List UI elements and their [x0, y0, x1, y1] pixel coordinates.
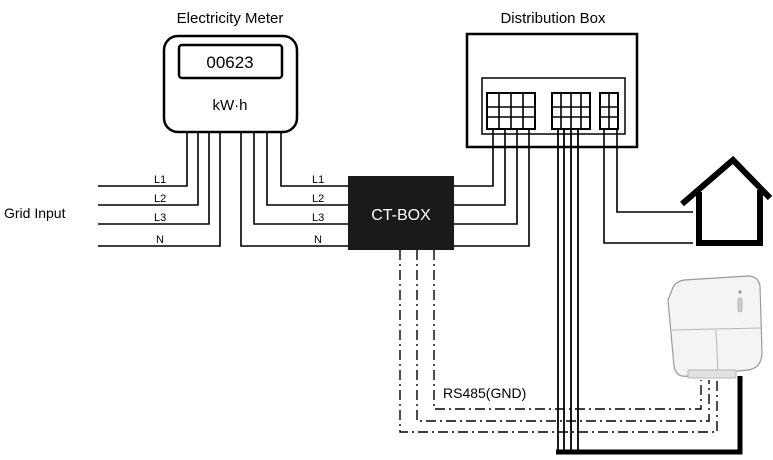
rs485-label: RS485(GND) [443, 385, 526, 401]
ct-to-distribution-lines [454, 129, 530, 247]
inverter-device [667, 275, 763, 379]
distribution-to-house-lines [603, 129, 693, 244]
ct-box: CT-BOX [348, 176, 454, 250]
house-icon [680, 155, 773, 246]
breaker-group-2 [551, 92, 591, 130]
distribution-box [465, 32, 639, 149]
distribution-to-inverter-bus [556, 129, 743, 455]
phase-label-left-l3: L3 [154, 212, 166, 224]
meter-title: Electricity Meter [177, 10, 284, 27]
phase-label-left-l1: L1 [154, 174, 166, 186]
distribution-box-title: Distribution Box [500, 10, 606, 27]
phase-label-right-l3: L3 [312, 212, 324, 224]
grid-input-lines: Grid Input L1 L2 L3 N [4, 132, 221, 247]
meter-unit: kW·h [213, 97, 248, 114]
phase-label-right-l2: L2 [312, 193, 324, 205]
meter-display [177, 43, 284, 80]
phase-label-left-n: N [156, 234, 164, 246]
breaker-group-1 [486, 92, 536, 130]
grid-input-label: Grid Input [4, 205, 66, 221]
ct-box-label: CT-BOX [371, 207, 431, 224]
rs485-lines: RS485(GND) [399, 250, 718, 433]
phase-label-left-l2: L2 [154, 193, 166, 205]
electricity-meter: 00623 kW·h [162, 34, 299, 134]
phase-label-right-l1: L1 [312, 174, 324, 186]
meter-reading: 00623 [206, 53, 253, 72]
meter-to-ct-lines: L1 L2 L3 N [240, 132, 348, 247]
inverter-indicator-icon [737, 297, 743, 313]
phase-label-right-n: N [314, 234, 322, 246]
breaker-group-3 [599, 92, 619, 130]
